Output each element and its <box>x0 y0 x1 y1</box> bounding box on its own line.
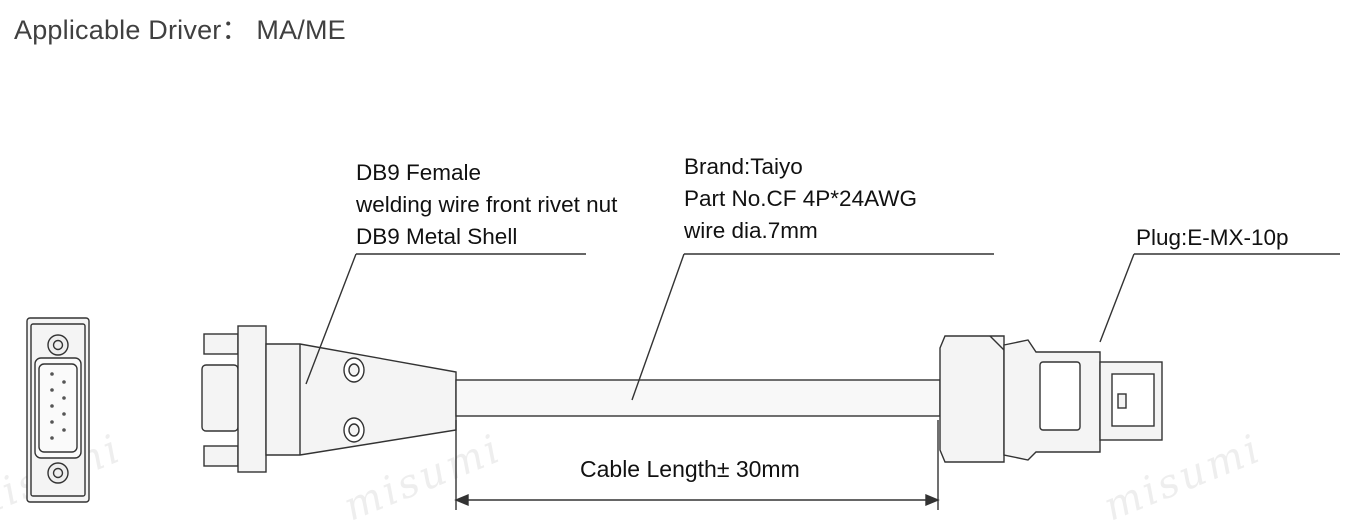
callout-line: DB9 Female <box>356 160 482 185</box>
callout-line: welding wire front rivet nut <box>356 192 618 217</box>
plug-connector <box>939 335 1163 463</box>
cable <box>455 379 941 417</box>
plug-callout: Plug:E-MX-10p <box>1136 225 1289 250</box>
callout-line: DB9 Metal Shell <box>356 224 518 249</box>
db9-front-view <box>26 317 90 503</box>
callout-line: Part No.CF 4P*24AWG <box>684 186 917 211</box>
callout-line: wire dia.7mm <box>684 218 818 243</box>
dimension-line <box>454 420 940 510</box>
callout-line: Brand:Taiyo <box>684 154 803 179</box>
cable-length-label: Cable Length± 30mm <box>580 456 800 482</box>
db9-connector-side <box>201 325 457 473</box>
cable-callout: Brand:Taiyo Part No.CF 4P*24AWG wire dia… <box>684 151 917 247</box>
db9-callout: DB9 Female welding wire front rivet nut … <box>356 157 617 253</box>
leader-lines <box>305 253 1340 401</box>
page-title: Applicable Driver： MA/ME <box>14 15 346 45</box>
